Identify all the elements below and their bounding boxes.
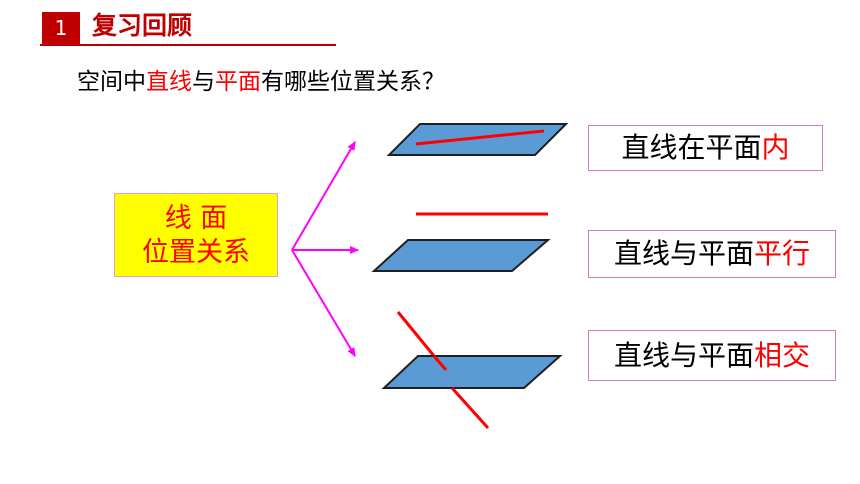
result-parallel: 直线与平面平行 [588, 230, 836, 278]
result-parallel-prefix: 直线与平面 [613, 237, 754, 270]
question-part-5: 有哪些位置关系？ [261, 69, 445, 95]
center-box-line-2: 位置关系 [142, 237, 250, 268]
arrow-to-intersect [291, 249, 356, 357]
question-text: 空间中直线与平面有哪些位置关系？ [77, 66, 445, 98]
section-title: 复习回顾 [92, 11, 193, 40]
result-in-plane: 直线在平面内 [588, 125, 823, 171]
result-intersect-highlight: 相交 [754, 339, 811, 372]
line-plane-relation-box: 线 面 位置关系 [114, 193, 278, 277]
plane-intersect-case [381, 355, 563, 389]
plane-in-case [386, 123, 569, 156]
result-intersect-prefix: 直线与平面 [613, 339, 754, 372]
result-in-plane-highlight: 内 [761, 131, 790, 164]
line-in-plane [415, 129, 545, 146]
center-box-line-1: 线 面 [164, 203, 228, 234]
question-highlight-plane: 平面 [215, 69, 261, 95]
arrow-to-in-plane [291, 141, 356, 251]
result-in-plane-prefix: 直线在平面 [621, 131, 762, 164]
question-part-1: 空间中 [77, 69, 146, 95]
section-number-badge: 1 [42, 12, 80, 44]
plane-parallel-case [371, 239, 551, 272]
question-highlight-line: 直线 [146, 69, 192, 95]
line-intersect-upper [396, 311, 436, 357]
line-intersect-lower [450, 386, 490, 430]
result-intersect: 直线与平面相交 [588, 330, 836, 381]
result-parallel-highlight: 平行 [754, 237, 811, 270]
header-divider [40, 44, 336, 46]
line-intersect-through [432, 355, 448, 371]
question-part-3: 与 [192, 69, 215, 95]
